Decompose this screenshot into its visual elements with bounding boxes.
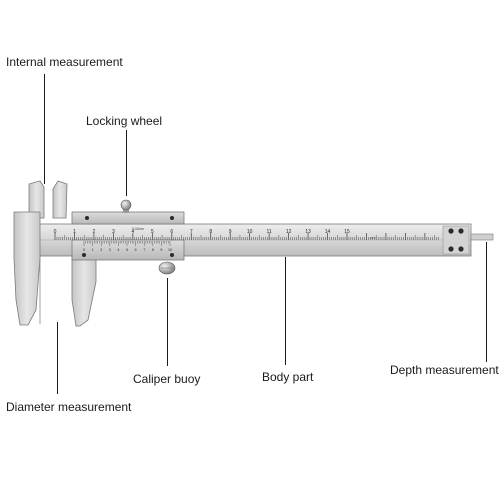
main-scale-number: 4	[131, 229, 134, 235]
main-scale-number: 15	[344, 229, 350, 235]
main-scale-number: 2	[93, 229, 96, 235]
vernier-scale-number: 4	[117, 248, 119, 252]
unit-mark: cm	[370, 235, 376, 240]
leader-internal-measurement	[44, 74, 45, 184]
main-scale-number: 7	[190, 229, 193, 235]
main-scale-number: 14	[325, 229, 331, 235]
vernier-scale-number: 7	[143, 248, 145, 252]
main-scale-number: 9	[229, 229, 232, 235]
vernier-scale-number: 8	[152, 248, 154, 252]
main-scale-number: 3	[112, 229, 115, 235]
depth-rod	[470, 233, 494, 241]
main-scale-number: 0	[54, 229, 57, 235]
main-scale-ticks	[54, 233, 439, 240]
label-caliper-buoy: Caliper buoy	[133, 372, 201, 386]
vernier-scale-number: 1	[92, 248, 94, 252]
main-scale-number: 1	[73, 229, 76, 235]
label-body-part: Body part	[262, 370, 314, 384]
leader-locking-wheel	[126, 130, 127, 196]
vernier-scale-number: 2	[100, 248, 102, 252]
fixed-jaw	[13, 211, 41, 326]
leader-diameter-measurement	[57, 322, 58, 394]
label-internal-measurement: Internal measurement	[6, 55, 123, 69]
main-scale-number: 5	[151, 229, 154, 235]
main-scale-number: 10	[247, 229, 253, 235]
label-locking-wheel: Locking wheel	[86, 114, 163, 128]
leader-depth-measurement	[486, 242, 487, 362]
vernier-slider	[71, 211, 185, 261]
vernier-scale-number: 10	[168, 248, 172, 252]
vernier-scale-numbers: 0 1 2 3 4 5 6 7 8 9 10	[83, 248, 172, 252]
vernier-scale-number: 6	[135, 248, 137, 252]
sliding-jaw	[71, 255, 97, 327]
locking-wheel	[120, 199, 132, 213]
leader-caliper-buoy	[167, 278, 168, 366]
label-diameter-measurement: Diameter measurement	[6, 400, 132, 414]
main-scale-number: 11	[267, 229, 272, 235]
main-scale-number: 6	[170, 229, 173, 235]
vernier-precision-mark: 0.02mm	[132, 227, 144, 231]
main-scale-number: 12	[286, 229, 292, 235]
caliper-buoy	[158, 261, 176, 275]
internal-jaws	[28, 180, 68, 219]
vernier-scale-number: 3	[109, 248, 111, 252]
label-depth-measurement: Depth measurement	[390, 363, 499, 377]
main-scale-number: 8	[209, 229, 212, 235]
vernier-scale-number: 9	[160, 248, 162, 252]
vernier-scale-number: 0	[83, 248, 85, 252]
vernier-scale-number: 5	[126, 248, 128, 252]
main-scale-number: 13	[305, 229, 311, 235]
leader-body-part	[285, 257, 286, 365]
vernier-scale-ticks	[83, 241, 171, 246]
